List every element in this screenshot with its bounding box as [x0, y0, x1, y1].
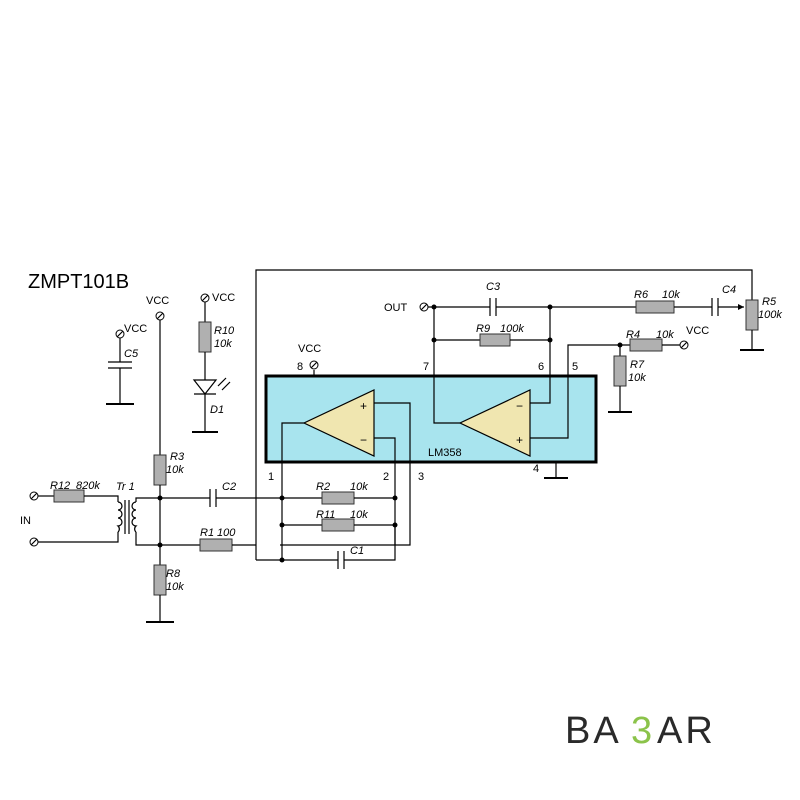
r9-resistor: [479, 333, 511, 347]
pin-8: 8: [297, 361, 303, 373]
opamp-2: [458, 389, 531, 457]
r9-value: 100k: [500, 323, 524, 335]
r1-resistor: [199, 538, 233, 552]
r8-resistor: [153, 564, 167, 596]
r7-value: 10k: [628, 372, 646, 384]
r8-label: R8: [166, 568, 181, 580]
opamp1-plus: +: [360, 399, 367, 413]
r5-label: R5: [762, 296, 777, 308]
r3-label: R3: [170, 451, 185, 463]
r5-value: 100k: [758, 309, 782, 321]
r6-resistor: [635, 300, 675, 314]
r3-value: 10k: [166, 464, 184, 476]
r2-resistor: [321, 491, 355, 505]
input-label: IN: [20, 515, 31, 527]
pin-6: 6: [538, 361, 544, 373]
r6-label: R6: [634, 289, 649, 301]
opamp2-plus: +: [516, 433, 523, 447]
logo-part-3: AR: [657, 710, 713, 752]
transformer-label: Tr 1: [116, 481, 135, 493]
vcc-label-pin8: VCC: [298, 343, 321, 355]
r8-value: 10k: [166, 581, 184, 593]
r7-resistor: [613, 355, 627, 387]
r12-value: 820k: [76, 480, 100, 492]
opamp1-minus: −: [360, 433, 367, 447]
r11-value: 10k: [350, 509, 368, 521]
vcc-label-r4: VCC: [686, 325, 709, 337]
r6-value: 10k: [662, 289, 680, 301]
pin-3: 3: [418, 471, 424, 483]
out-label: OUT: [384, 302, 408, 314]
r4-label: R4: [626, 329, 640, 341]
vcc-label-c5: VCC: [124, 323, 147, 335]
r10-label: R10: [214, 325, 235, 337]
r7-label: R7: [630, 359, 645, 371]
r11-label: R11: [316, 509, 335, 521]
pin-1: 1: [268, 471, 274, 483]
opamp2-minus: −: [516, 399, 523, 413]
c5-label: C5: [124, 348, 139, 360]
r5-potentiometer: [745, 299, 759, 331]
r12-label: R12: [50, 480, 70, 492]
transformer-secondary: [131, 501, 138, 533]
logo-part-2: 3: [631, 710, 655, 752]
c3-label: C3: [486, 281, 501, 293]
r2-value: 10k: [350, 481, 368, 493]
pin-7: 7: [423, 361, 429, 373]
r4-value: 10k: [656, 329, 674, 341]
vcc-label-r3: VCC: [146, 295, 169, 307]
logo: BA 3 AR: [563, 703, 713, 753]
r3-resistor: [153, 454, 167, 486]
pin-2: 2: [383, 471, 389, 483]
c2-label: C2: [222, 481, 236, 493]
d1-led: [192, 379, 218, 395]
lm358-label: LM358: [428, 447, 462, 459]
c1-label: C1: [350, 545, 364, 557]
logo-mark: BA 3 AR: [565, 710, 713, 752]
r1-value: 100: [217, 527, 236, 539]
pin-5: 5: [572, 361, 578, 373]
r9-label: R9: [476, 323, 490, 335]
r2-label: R2: [316, 481, 330, 493]
r10-value: 10k: [214, 338, 232, 350]
d1-label: D1: [210, 404, 224, 416]
vcc-label-r10: VCC: [212, 292, 235, 304]
r1-label: R1: [200, 527, 214, 539]
logo-part-1: BA: [565, 710, 622, 752]
pin-4: 4: [533, 463, 539, 475]
c4-label: C4: [722, 284, 736, 296]
diagram-title: ZMPT101B: [28, 271, 129, 293]
opamp-1: [302, 389, 375, 457]
transformer-primary: [116, 501, 123, 533]
r10-resistor: [198, 321, 212, 353]
